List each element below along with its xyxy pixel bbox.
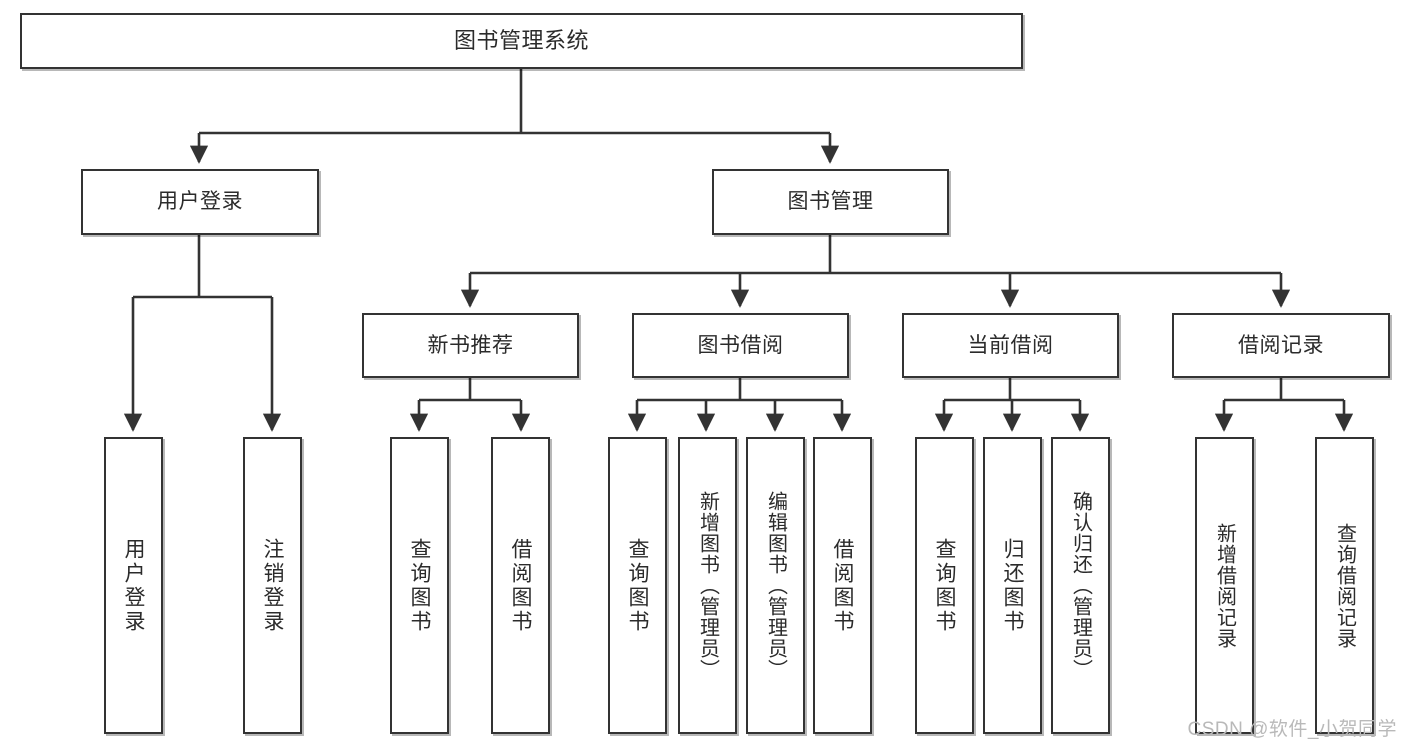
node-leaf-user-login-logout-label: 注销登录 xyxy=(261,537,284,634)
node-leaf-current-borrow-confirm-label: 确认归还（管理员） xyxy=(1069,491,1092,680)
node-leaf-book-borrow-edit-label: 编辑图书（管理员） xyxy=(764,491,787,680)
node-leaf-current-borrow-confirm[interactable]: 确认归还（管理员） xyxy=(1051,437,1110,734)
node-leaf-book-borrow-query-label: 查询图书 xyxy=(626,537,649,634)
node-leaf-borrow-record-query[interactable]: 查询借阅记录 xyxy=(1315,437,1374,734)
node-leaf-current-borrow-query[interactable]: 查询图书 xyxy=(915,437,974,734)
node-leaf-book-borrow-borrow-label: 借阅图书 xyxy=(831,537,854,634)
node-root-system[interactable]: 图书管理系统 xyxy=(20,13,1023,69)
node-current-borrow[interactable]: 当前借阅 xyxy=(902,313,1119,378)
node-leaf-book-borrow-edit[interactable]: 编辑图书（管理员） xyxy=(746,437,805,734)
node-leaf-new-book-borrow[interactable]: 借阅图书 xyxy=(491,437,550,734)
node-borrow-record-label: 借阅记录 xyxy=(1238,333,1324,357)
node-new-book-recommend[interactable]: 新书推荐 xyxy=(362,313,579,378)
node-user-login[interactable]: 用户登录 xyxy=(81,169,319,235)
node-leaf-current-borrow-return-label: 归还图书 xyxy=(1001,537,1024,634)
node-leaf-book-borrow-query[interactable]: 查询图书 xyxy=(608,437,667,734)
node-leaf-user-login-signin-label: 用户登录 xyxy=(122,537,145,634)
node-book-management-label: 图书管理 xyxy=(787,190,874,214)
node-leaf-borrow-record-query-label: 查询借阅记录 xyxy=(1333,522,1356,649)
node-book-management[interactable]: 图书管理 xyxy=(712,169,949,235)
node-leaf-new-book-query[interactable]: 查询图书 xyxy=(390,437,449,734)
node-leaf-new-book-query-label: 查询图书 xyxy=(408,537,431,634)
node-book-borrow[interactable]: 图书借阅 xyxy=(632,313,849,378)
node-leaf-book-borrow-add[interactable]: 新增图书（管理员） xyxy=(678,437,737,734)
node-new-book-recommend-label: 新书推荐 xyxy=(427,333,514,357)
node-root-system-label: 图书管理系统 xyxy=(453,27,589,53)
node-leaf-user-login-signin[interactable]: 用户登录 xyxy=(104,437,163,734)
node-current-borrow-label: 当前借阅 xyxy=(967,333,1054,357)
node-leaf-book-borrow-add-label: 新增图书（管理员） xyxy=(696,491,719,680)
node-leaf-book-borrow-borrow[interactable]: 借阅图书 xyxy=(813,437,872,734)
node-leaf-user-login-logout[interactable]: 注销登录 xyxy=(243,437,302,734)
csdn-watermark: CSDN @软件_小贺同学 xyxy=(1187,719,1397,740)
node-leaf-borrow-record-add[interactable]: 新增借阅记录 xyxy=(1195,437,1254,734)
node-user-login-label: 用户登录 xyxy=(157,190,243,214)
node-leaf-current-borrow-query-label: 查询图书 xyxy=(933,537,956,634)
node-book-borrow-label: 图书借阅 xyxy=(697,333,784,357)
node-leaf-new-book-borrow-label: 借阅图书 xyxy=(509,537,532,634)
node-borrow-record[interactable]: 借阅记录 xyxy=(1172,313,1390,378)
node-leaf-borrow-record-add-label: 新增借阅记录 xyxy=(1213,522,1236,649)
node-leaf-current-borrow-return[interactable]: 归还图书 xyxy=(983,437,1042,734)
